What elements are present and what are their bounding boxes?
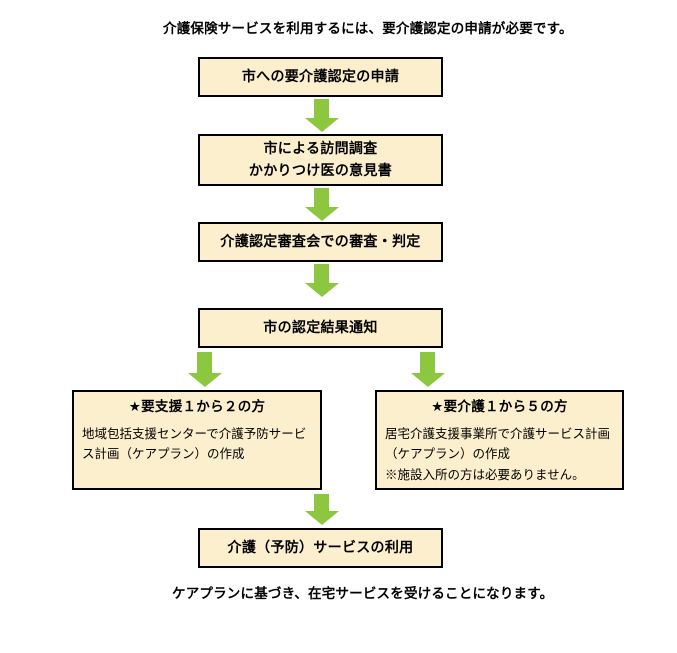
down-arrow-icon-branch-left xyxy=(197,352,212,373)
flow-box-use-line-1: 介護（予防）サービスの利用 xyxy=(227,539,414,556)
page-title-bottom: ケアプランに基づき、在宅サービスを受けることになります。 xyxy=(172,586,554,601)
flow-box-apply: 市への要介護認定の申請 xyxy=(198,57,443,97)
flow-box-notice-line-1: 市の認定結果通知 xyxy=(263,319,378,336)
down-arrow-icon-2 xyxy=(314,188,329,207)
flow-box-apply-line-1: 市への要介護認定の申請 xyxy=(241,68,400,85)
down-arrow-icon-branch-right xyxy=(420,352,435,373)
flow-box-notice: 市の認定結果通知 xyxy=(198,308,443,348)
flow-box-review-line-1: 介護認定審査会での審査・判定 xyxy=(220,233,421,250)
flow-box-review: 介護認定審査会での審査・判定 xyxy=(198,222,443,262)
flow-box-care-title: ★要介護１から５の方 xyxy=(431,399,568,414)
flow-box-survey: 市による訪問調査 かかりつけ医の意見書 xyxy=(198,134,443,186)
flow-box-support-body: 地域包括支援センターで介護予防サービス計画（ケアプラン）の作成 xyxy=(82,425,307,462)
flow-box-care-body: 居宅介護支援事業所で介護サービス計画（ケアプラン）の作成 ※施設入所の方は必要あ… xyxy=(385,425,611,482)
flow-box-use: 介護（予防）サービスの利用 xyxy=(198,528,443,568)
down-arrow-icon-1 xyxy=(314,99,329,118)
flow-box-support: ★要支援１から２の方 地域包括支援センターで介護予防サービス計画（ケアプラン）の… xyxy=(72,390,322,490)
flow-box-care: ★要介護１から５の方 居宅介護支援事業所で介護サービス計画（ケアプラン）の作成 … xyxy=(375,390,624,490)
flow-box-support-title: ★要支援１から２の方 xyxy=(128,399,266,414)
flow-box-survey-line-1: 市による訪問調査 xyxy=(263,140,378,157)
down-arrow-icon-3 xyxy=(314,264,329,283)
flow-box-survey-line-2: かかりつけ医の意見書 xyxy=(248,162,393,178)
page-title-top: 介護保険サービスを利用するには、要介護認定の申請が必要です。 xyxy=(163,21,573,36)
down-arrow-icon-final xyxy=(314,494,329,511)
